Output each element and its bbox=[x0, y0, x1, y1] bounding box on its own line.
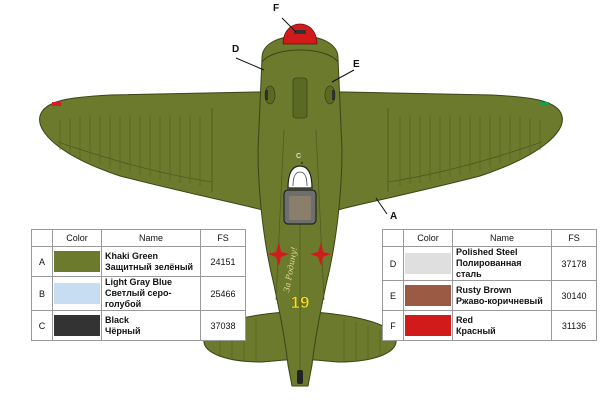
color-swatch bbox=[403, 246, 453, 281]
callout-f: F bbox=[273, 3, 280, 14]
row-letter: B bbox=[31, 276, 53, 311]
header-color: Color bbox=[403, 229, 453, 247]
callout-e: E bbox=[353, 59, 360, 70]
wing-ribs-left bbox=[59, 116, 201, 186]
color-swatch bbox=[403, 310, 453, 341]
row-letter: F bbox=[382, 310, 404, 341]
callout-a: A bbox=[390, 211, 398, 222]
red-star-left bbox=[268, 242, 289, 266]
table-header: Color Name FS bbox=[31, 229, 246, 247]
header-letter bbox=[382, 229, 404, 247]
exhausts bbox=[265, 90, 335, 100]
row-letter: D bbox=[382, 246, 404, 281]
header-letter bbox=[31, 229, 53, 247]
row-letter: C bbox=[31, 310, 53, 341]
row-letter: E bbox=[382, 280, 404, 311]
header-fs: FS bbox=[200, 229, 246, 247]
color-swatch bbox=[52, 276, 102, 311]
wing-ribs-right bbox=[399, 116, 541, 186]
tail-wheel bbox=[297, 370, 303, 384]
fs-code: 24151 bbox=[200, 246, 246, 277]
leader-lines bbox=[235, 17, 388, 215]
cowling bbox=[261, 49, 339, 63]
propeller-blade bbox=[294, 30, 306, 34]
red-star-right bbox=[310, 242, 331, 266]
aileron-lines bbox=[57, 108, 543, 192]
table-header: Color Name FS bbox=[382, 229, 597, 247]
fs-code: 25466 bbox=[200, 276, 246, 311]
tail-number: 19 bbox=[291, 293, 310, 312]
header-color: Color bbox=[52, 229, 102, 247]
callout-c: C bbox=[296, 153, 302, 160]
color-swatch bbox=[52, 310, 102, 341]
callout-d: D bbox=[232, 44, 240, 55]
fuselage-lines bbox=[275, 129, 325, 380]
row-letter: A bbox=[31, 246, 53, 277]
fs-code: 37178 bbox=[551, 246, 597, 281]
canopy bbox=[287, 165, 313, 189]
header-name: Name bbox=[452, 229, 552, 247]
color-swatch bbox=[52, 246, 102, 277]
header-name: Name bbox=[101, 229, 201, 247]
fs-code: 30140 bbox=[551, 280, 597, 311]
nav-light-right bbox=[540, 102, 549, 106]
header-fs: FS bbox=[551, 229, 597, 247]
fs-code: 37038 bbox=[200, 310, 246, 341]
color-swatch bbox=[403, 280, 453, 311]
nav-light-left bbox=[52, 102, 61, 106]
fs-code: 31136 bbox=[551, 310, 597, 341]
